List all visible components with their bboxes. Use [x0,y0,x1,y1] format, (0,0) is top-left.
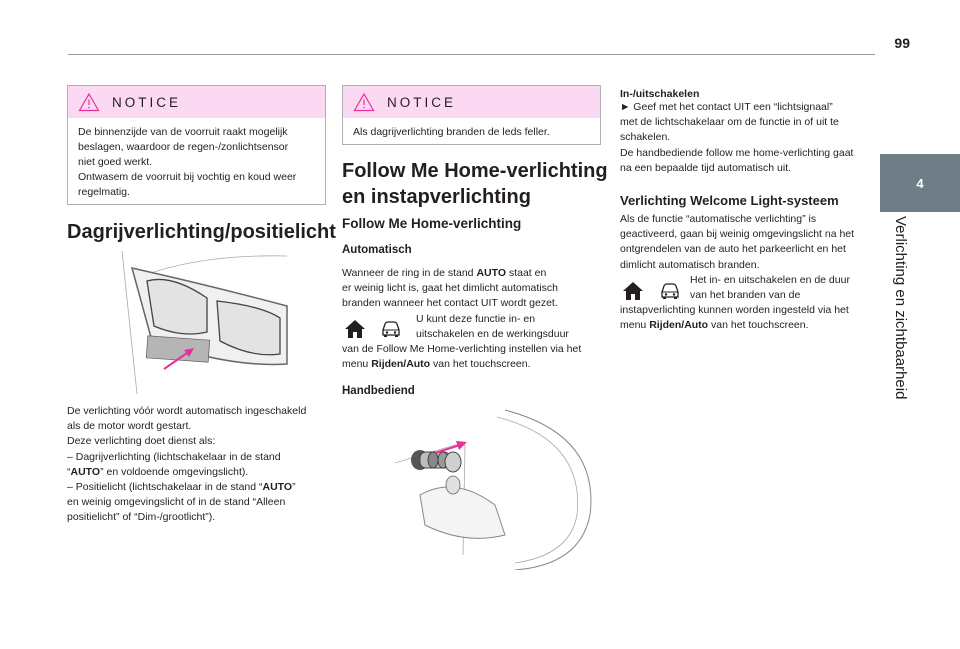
text-line: als de motor wordt gestart. [67,420,192,433]
text-line: dimlicht automatisch branden. [620,258,760,271]
text-line: “AUTO” en voldoende omgevingslicht). [67,465,249,478]
welcome-text: Als de functie “automatische verlichting… [620,212,880,334]
car-icon [661,283,679,299]
text-line: Als de functie “automatische verlichting… [620,213,817,225]
onoff-title: In-/uitschakelen [620,88,700,100]
text-line: instapverlichting kunnen worden ingestel… [620,304,849,317]
onoff-text: ► Geef met het contact UIT een “lichtsig… [620,100,880,176]
page-number: 99 [894,35,910,51]
subheading-follow-me: Follow Me Home-verlichting [342,216,522,231]
text-line: na een bepaalde tijd automatisch uit. [620,161,792,174]
automatic-title: Automatisch [342,244,412,256]
text-line: Wanneer de ring in de stand AUTO staat e… [342,267,547,279]
text-line: – Dagrijverlichting (lichtschakelaar in … [67,450,281,463]
text-line: positielicht” of “Dim-/grootlicht”). [67,511,216,524]
home-icon [345,320,365,338]
chapter-tab[interactable]: 4 [880,154,960,212]
notice-box-1: NOTICE De binnenzijde van de voorruit ra… [67,85,326,205]
daytime-text: De verlichting vóór wordt automatisch in… [67,404,337,526]
heading-line: en instapverlichting [342,186,531,208]
car-icon [382,321,400,337]
automatic-text: Wanneer de ring in de stand AUTO staat e… [342,266,612,372]
text-line: Het in- en uitschakelen en de duur [690,273,850,286]
notice-line: regelmatig. [78,186,130,198]
notice-line: beslagen, waardoor de regen-/zonlichtsen… [78,141,289,153]
notice-body: Als dagrijverlichting branden de leds fe… [353,126,550,138]
text-line: en weinig omgevingslicht of in de stand … [67,496,286,509]
chapter-title: Verlichting en zichtbaarheid [892,216,909,400]
text-line: uitschakelen en de werkingsduur [416,327,569,340]
warning-triangle-icon [353,92,375,112]
warning-triangle-icon [78,92,100,112]
text-line: menu Rijden/Auto van het touchscreen. [342,358,531,371]
text-line: geactiveerd, gaan bij weinig omgevingsli… [620,228,855,241]
text-line: Deze verlichting doet dienst als: [67,435,216,448]
text-line: van het branden van de [690,289,801,302]
text-line: schakelen. [620,131,671,144]
notice-line: De binnenzijde van de voorruit raakt mog… [78,126,288,138]
text-line: met de lichtschakelaar om de functie in … [620,116,839,129]
text-line: ontgrendelen van de auto het parkeerlich… [620,243,846,256]
home-icon [623,282,643,300]
text-line: De handbediende follow me home-verlichti… [620,146,854,159]
manual-title: Handbediend [342,385,415,397]
top-rule [68,54,875,55]
text-line: De verlichting vóór wordt automatisch in… [67,405,307,417]
heading-line: Follow Me Home-verlichting [342,160,608,182]
notice-box-2: NOTICE Als dagrijverlichting branden de … [342,85,601,145]
text-line: er weinig licht is, gaat het dimlicht au… [342,282,558,295]
section-heading-follow-me: Follow Me Home-verlichting en instapverl… [342,158,612,210]
notice-body: De binnenzijde van de voorruit raakt mog… [68,118,325,206]
notice-line: niet goed werkt. [78,156,153,168]
notice-header: NOTICE [68,86,325,118]
text-line: branden wanneer het contact UIT wordt ge… [342,297,558,310]
welcome-light-heading: Verlichting Welcome Light-systeem [620,193,839,208]
text-line: van de Follow Me Home-verlichting instel… [342,343,582,356]
notice-title: NOTICE [387,94,457,110]
text-line: U kunt deze functie in- en [416,312,536,325]
headlight-illustration [121,250,288,395]
text-line: – Positielicht (lichtschakelaar in de st… [67,481,296,494]
steering-stalk-illustration [394,409,592,570]
notice-header: NOTICE [343,86,600,118]
notice-title: NOTICE [112,94,182,110]
section-heading-daytime: Dagrijverlichting/positielicht [67,221,336,243]
text-line: ► Geef met het contact UIT een “lichtsig… [620,101,833,113]
notice-line: Ontwasem de voorruit bij vochtig en koud… [78,171,297,183]
text-line: menu Rijden/Auto van het touchscreen. [620,319,809,332]
